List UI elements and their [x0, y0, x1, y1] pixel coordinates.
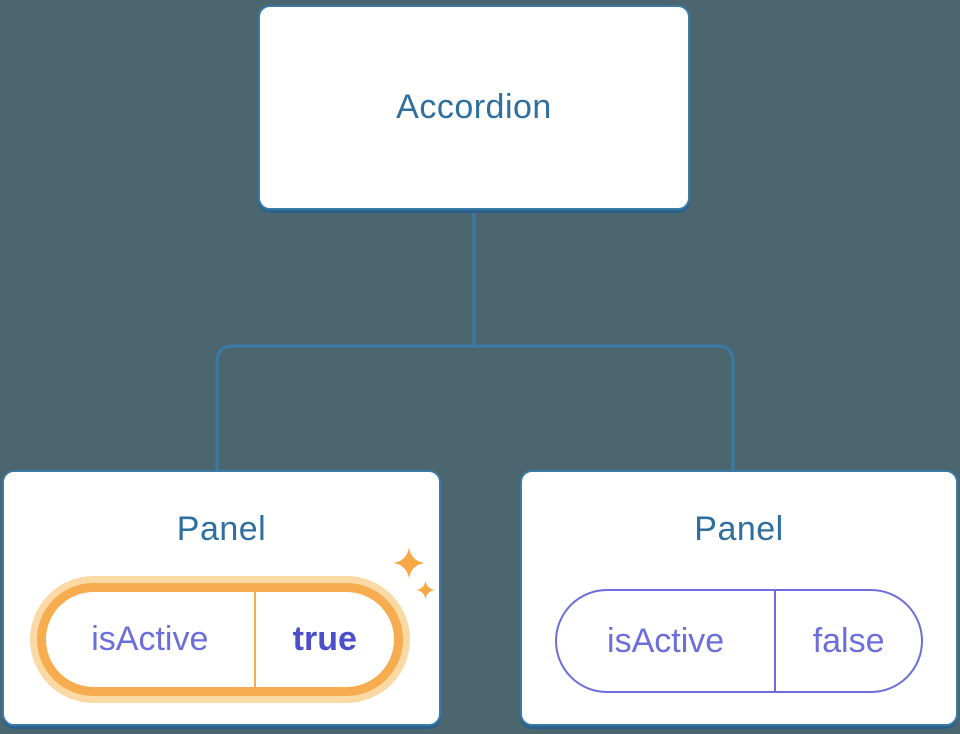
accordion-node: Accordion — [258, 5, 690, 210]
panel-node-label: Panel — [694, 510, 784, 548]
sparkle-icon-large — [393, 547, 425, 579]
panel-node-label: Panel — [176, 510, 267, 548]
state-name-label: isActive — [91, 620, 209, 658]
pill-divider — [774, 591, 777, 691]
state-value-label: true — [292, 620, 357, 658]
state-name-label: isActive — [607, 621, 725, 660]
state-value-label: false — [812, 621, 885, 660]
accordion-node-label: Accordion — [396, 88, 552, 126]
state-pill-active: isActive true — [37, 583, 403, 696]
panel-node-inactive: Panel isActive false — [520, 470, 958, 726]
panel-node-active: Panel isActive true — [2, 470, 441, 726]
pill-divider — [253, 592, 256, 687]
state-pill-inactive: isActive false — [555, 589, 923, 693]
sparkle-icon-small — [416, 580, 435, 600]
